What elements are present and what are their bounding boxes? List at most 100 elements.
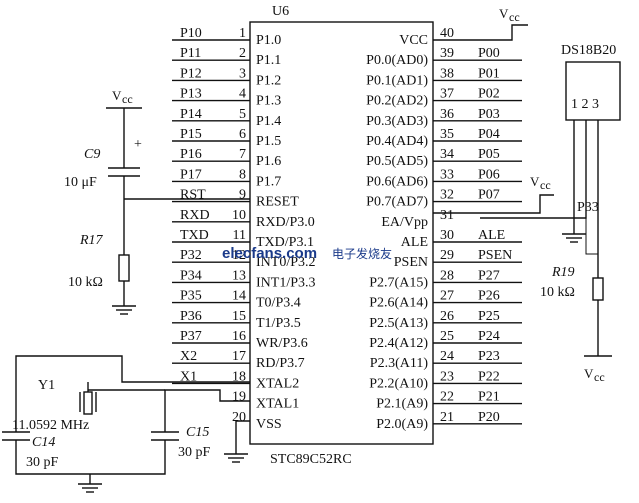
pin-net-label: P24 <box>478 329 500 344</box>
pin-net-label: P16 <box>180 147 202 162</box>
pin-number: 28 <box>440 268 454 283</box>
pin-net-label: P37 <box>180 329 202 344</box>
pin-number: 25 <box>440 329 454 344</box>
pin-net-label: P23 <box>478 349 500 364</box>
sensor-body <box>565 61 621 121</box>
pin-net-label: P06 <box>478 167 500 182</box>
pin-name: VSS <box>256 417 282 432</box>
pin-net-label: P14 <box>180 107 202 122</box>
pin-net-label: P32 <box>180 248 202 263</box>
pin-number: 40 <box>440 26 454 41</box>
pin-net-label: P15 <box>180 127 202 142</box>
pin-number: 24 <box>440 349 454 364</box>
r17-ref: R17 <box>79 233 104 248</box>
pin-net-label: P03 <box>478 107 500 122</box>
c14-ref: C14 <box>32 435 55 450</box>
pin-number: 29 <box>440 248 454 263</box>
pin-name: WR/P3.6 <box>256 336 308 351</box>
pin-net-label: TXD <box>180 228 209 243</box>
pin-number: 33 <box>440 167 454 182</box>
r17-value: 10 kΩ <box>68 275 103 290</box>
pin-name: T0/P3.4 <box>256 296 301 311</box>
pin-name: P1.7 <box>256 174 281 189</box>
watermark-chinese: 电子发烧友 <box>332 246 392 261</box>
chip-body <box>249 21 434 445</box>
reset-circuit: V cc + C9 10 μF R17 10 kΩ <box>64 88 250 315</box>
pin-number: 20 <box>232 410 246 425</box>
pin-name: P1.0 <box>256 33 281 48</box>
pin-name: RXD/P3.0 <box>256 215 315 230</box>
pin-number: 6 <box>239 127 246 142</box>
c9-ref: C9 <box>84 147 100 162</box>
y1-crystal <box>83 391 93 415</box>
pin-net-label: P27 <box>478 268 500 283</box>
r17-resistor <box>118 254 130 282</box>
pin-number: 30 <box>440 228 454 243</box>
pin-number: 4 <box>239 87 246 102</box>
pin-number: 21 <box>440 410 454 425</box>
pin-net-label: P36 <box>180 309 202 324</box>
watermark-text: elecfans.com <box>222 245 317 262</box>
pin-name: XTAL1 <box>256 397 299 412</box>
pin-net-label: P20 <box>478 410 500 425</box>
crystal-circuit: Y1 11.0592 MHz C14 30 pF C15 30 pF <box>2 355 250 493</box>
pin-net-label: P25 <box>478 309 500 324</box>
pin-number: 13 <box>232 268 246 283</box>
c15-ref: C15 <box>186 425 209 440</box>
pin-name: P1.2 <box>256 73 281 88</box>
pin-name: INT0/P3.2 <box>256 255 316 270</box>
pin-name: P2.7(A15) <box>369 275 428 290</box>
pin-name: P2.1(A9) <box>376 397 428 412</box>
right-pin-25: P24 25 P2.4(A12) <box>369 329 522 351</box>
pin-net-label: P21 <box>478 390 500 405</box>
svg-text:V: V <box>530 174 540 189</box>
r19-resistor <box>592 277 604 301</box>
pin-number: 36 <box>440 107 454 122</box>
y1-ref: Y1 <box>38 378 55 393</box>
pin-net-label: P01 <box>478 66 500 81</box>
vss-ground <box>224 420 250 463</box>
pin-name: P1.6 <box>256 154 281 169</box>
pin-name: RESET <box>256 195 299 210</box>
pin-net-label: RXD <box>180 208 210 223</box>
pin-name: P2.4(A12) <box>369 336 428 351</box>
chip-part-number: STC89C52RC <box>270 452 352 467</box>
pin-net-label: P35 <box>180 289 202 304</box>
pin-name: P1.5 <box>256 134 281 149</box>
pin-net-label: ALE <box>478 228 505 243</box>
pin-number: 17 <box>232 349 246 364</box>
r19-value: 10 kΩ <box>540 285 575 300</box>
r19-ref: R19 <box>551 265 575 280</box>
pin-net-label: P17 <box>180 167 202 182</box>
pin-number: 9 <box>239 188 246 203</box>
c15-value: 30 pF <box>178 445 211 460</box>
pin-name: INT1/P3.3 <box>256 275 316 290</box>
pin-number: 2 <box>239 46 246 61</box>
pin-number: 26 <box>440 309 454 324</box>
